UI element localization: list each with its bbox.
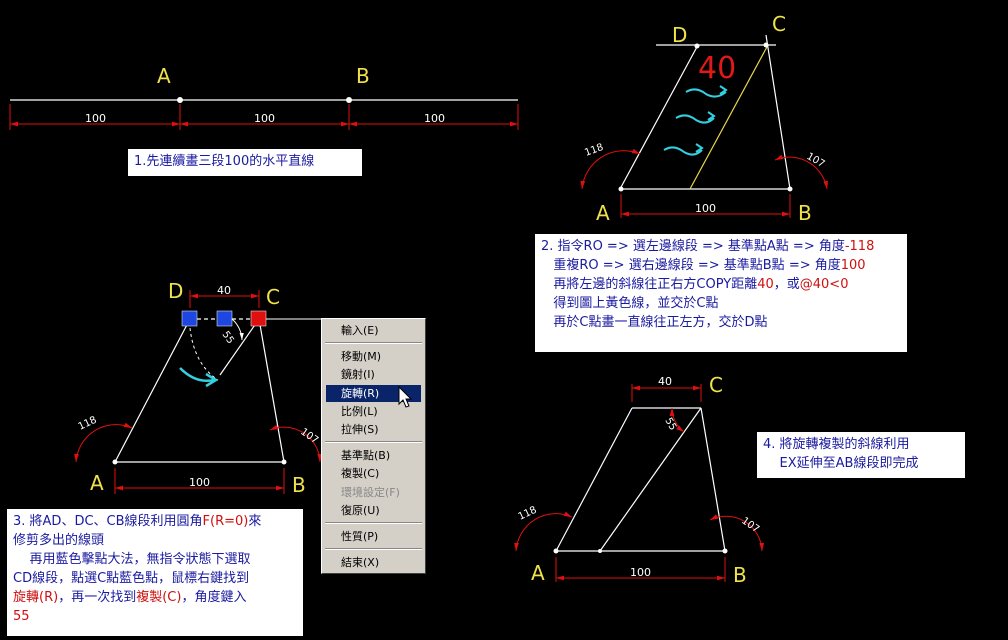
mouse-cursor-icon — [398, 386, 413, 408]
dim-100-1: 100 — [85, 112, 106, 125]
menu-item-stretch[interactable]: 拉伸(S) — [341, 423, 379, 436]
dim-100: 100 — [189, 476, 210, 489]
dim-40: 40 — [658, 375, 672, 388]
menu-item-props[interactable]: 性質(P) — [341, 530, 379, 543]
menu-item-end[interactable]: 結束(X) — [341, 556, 380, 569]
n2-l1a: 2. 指令RO => 選左邊線段 => 基準點A點 => 角度 — [541, 239, 845, 254]
dim-100-2: 100 — [254, 112, 275, 125]
n2-l3b: 40 — [757, 277, 774, 292]
n3-l5c: 複製(C) — [136, 590, 182, 605]
n2-l1b: -118 — [844, 239, 875, 254]
n2-l2a: 重複RO => 選右邊線段 => 基準點B點 => 角度 — [541, 258, 841, 273]
note-step-4: 4. 將旋轉複製的斜線利用 EX延伸至AB線段即完成 — [757, 432, 965, 478]
label-b: B — [356, 64, 370, 88]
label-b: B — [798, 201, 812, 225]
menu-item-env[interactable]: 環境設定(F) — [341, 486, 400, 499]
context-menu: 輸入(E) 移動(M) 鏡射(I) 旋轉(R) 比例(L) 拉伸(S) 基準點(… — [321, 318, 426, 574]
dim-100: 100 — [695, 202, 716, 215]
menu-item-scale[interactable]: 比例(L) — [341, 405, 378, 418]
rotated-copy-line — [219, 318, 260, 376]
menu-item-undo[interactable]: 復原(U) — [341, 504, 380, 517]
menu-separator — [325, 441, 422, 443]
label-c: C — [266, 285, 280, 309]
n3-l1c: 來 — [248, 514, 262, 529]
n3-l5b: ，再一次找到 — [58, 590, 137, 605]
dim-angle-107: 107 — [739, 515, 761, 535]
dim-100: 100 — [630, 566, 651, 579]
grip-c-red[interactable] — [250, 310, 267, 327]
n3-l2: 修剪多出的線頭 — [13, 533, 105, 548]
menu-separator — [325, 342, 422, 344]
handwritten-40: 40 — [698, 51, 736, 86]
menu-separator — [325, 548, 422, 550]
label-b: B — [733, 563, 747, 587]
yellow-copy-line — [689, 44, 769, 190]
n2-l3c: ，或 — [773, 277, 800, 292]
dim-angle-118: 118 — [517, 505, 539, 523]
n3-l5d: ，角度鍵入 — [181, 590, 247, 605]
dim-40: 40 — [217, 284, 231, 297]
point-a-marker — [177, 97, 183, 103]
n2-l5: 再於C點畫一直線往正左方，交於D點 — [541, 315, 768, 330]
menu-separator — [325, 522, 422, 524]
n3-l5a: 旋轉(R) — [13, 590, 59, 605]
grip-mid-blue[interactable] — [216, 310, 233, 327]
extended-line — [599, 407, 702, 552]
note-step-2: 2. 指令RO => 選左邊線段 => 基準點A點 => 角度-118 重複RO… — [535, 234, 907, 352]
label-c: C — [772, 12, 786, 36]
label-a: A — [531, 561, 545, 585]
dim-angle-55: 55 — [662, 416, 678, 433]
menu-item-input[interactable]: 輸入(E) — [341, 324, 379, 337]
n4-l2: EX延伸至AB線段即完成 — [763, 456, 919, 471]
menu-item-move[interactable]: 移動(M) — [341, 350, 382, 363]
n3-l4: CD線段，點選C點藍色點，鼠標右鍵找到 — [13, 571, 250, 586]
label-b: B — [292, 473, 306, 497]
figure-3: A B C D 40 100 118 107 55 — [74, 279, 330, 497]
dim-100-3: 100 — [424, 112, 445, 125]
dim-angle-118: 118 — [583, 142, 605, 159]
n3-l3: 再用藍色擊點大法，無指令狀態下選取 — [13, 552, 251, 567]
label-c: C — [709, 373, 723, 397]
menu-item-copy[interactable]: 複製(C) — [341, 467, 380, 480]
n3-l1a: 3. 將AD、DC、CB線段利用圓角 — [13, 514, 203, 529]
n4-l1: 4. 將旋轉複製的斜線利用 — [763, 437, 910, 452]
dim-angle-55: 55 — [220, 329, 236, 346]
figure-1: A B 100 100 100 — [9, 64, 519, 130]
grip-d-blue[interactable] — [181, 310, 198, 327]
figure-4: A B C 40 100 118 107 55 — [514, 373, 765, 587]
menu-item-rotate[interactable]: 旋轉(R) — [326, 385, 421, 402]
menu-item-mirror[interactable]: 鏡射(I) — [341, 368, 375, 381]
label-a: A — [157, 64, 171, 88]
n2-l3a: 再將左邊的斜線往正右方COPY距離 — [541, 277, 758, 292]
point-b-marker — [346, 97, 352, 103]
cyan-arrows — [663, 85, 728, 156]
dim-angle-107: 107 — [298, 426, 320, 446]
note-step-1: 1.先連續畫三段100的水平直線 — [128, 149, 362, 176]
figure-2: A B C D 100 118 107 40 — [580, 12, 829, 225]
n3-l6: 55 — [13, 609, 30, 624]
n2-l4: 得到圖上黃色線，並交於C點 — [541, 296, 719, 311]
label-d: D — [168, 279, 183, 303]
label-a: A — [90, 471, 104, 495]
n2-l3d: @40<0 — [799, 277, 849, 292]
note-step-1-text: 1.先連續畫三段100的水平直線 — [134, 154, 315, 169]
menu-item-basepoint[interactable]: 基準點(B) — [341, 449, 391, 462]
cyan-rotate-arrow — [179, 367, 215, 382]
note-step-3: 3. 將AD、DC、CB線段利用圓角F(R=0)來 修剪多出的線頭 再用藍色擊點… — [7, 509, 303, 636]
n3-l1b: F(R=0) — [202, 514, 249, 529]
label-d: D — [672, 23, 687, 47]
label-a: A — [596, 201, 610, 225]
n2-l2b: 100 — [840, 258, 866, 273]
